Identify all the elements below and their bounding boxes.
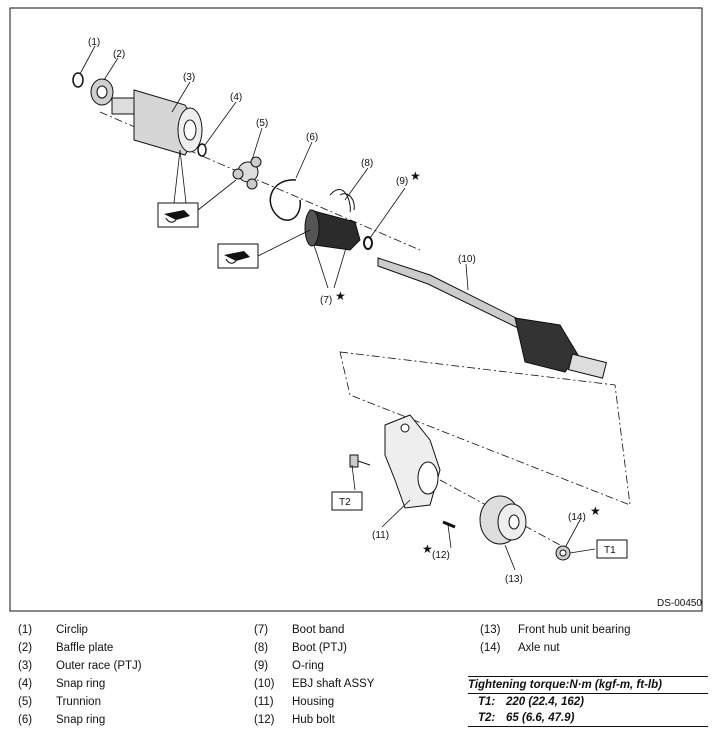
legend-item: (6)Snap ring [18,714,106,726]
star-7: ★ [335,289,346,303]
legend-item: (1)Circlip [18,624,88,636]
housing-part [384,414,441,509]
legend-item: (13)Front hub unit bearing [480,624,631,636]
torque-row-t1: T1:220 (22.4, 162) [478,696,585,708]
t2-tag-box [331,491,363,511]
torque-row-t2: T2:65 (6.6, 47.9) [468,710,708,727]
callout-14: (14) [568,512,586,523]
callout-11: (11) [372,530,389,541]
legend-item: (9)O-ring [254,660,324,672]
legend-item: (4)Snap ring [18,678,106,690]
circlip-part [72,72,84,88]
t1-tag-box [596,539,628,559]
star-12: ★ [422,542,433,556]
axle-nut-part [555,545,571,561]
o-ring-part [363,236,373,250]
legend-item: (7)Boot band [254,624,345,636]
callout-2: (2) [113,49,125,60]
legend-item: (5)Trunnion [18,696,101,708]
star-14: ★ [590,504,601,518]
hub-bearing-part [479,495,527,545]
assembly-outline [339,351,631,506]
callout-4: (4) [230,92,242,103]
callout-9: (9) [396,176,408,187]
grease-icon [157,202,199,228]
snap-ring-6-part [269,179,301,221]
legend-item: (2)Baffle plate [18,642,114,654]
torque-title: Tightening torque:N·m (kgf-m, ft-lb) [468,676,708,694]
callout-12: (12) [432,550,450,561]
leader-lines [79,45,596,571]
boot-part [304,189,361,251]
t1-tag: T1 [604,545,616,556]
hub-bolt-part [442,520,456,529]
callout-5: (5) [256,118,268,129]
grease-icon [217,243,259,269]
parts-legend: (1)Circlip (2)Baffle plate (3)Outer race… [0,620,712,738]
trunnion-part [232,156,262,190]
axis-line-upper [99,111,421,251]
legend-item: (14)Axle nut [480,642,560,654]
callout-10: (10) [458,254,476,265]
snap-ring-4-part [197,143,207,157]
ebj-shaft-part [377,257,608,379]
callout-6: (6) [306,132,318,143]
t2-tag: T2 [339,497,351,508]
torque-table: Tightening torque:N·m (kgf-m, ft-lb) T1:… [468,676,708,727]
reference-code: DS-00450 [656,598,702,609]
star-9: ★ [410,169,421,183]
callout-7: (7) [320,295,332,306]
legend-item: (11)Housing [254,696,335,708]
diagram-frame [9,7,703,612]
callout-1: (1) [88,37,100,48]
housing-bolt-part [349,454,371,468]
outer-race-part [111,89,203,156]
legend-item: (3)Outer race (PTJ) [18,660,142,672]
legend-item: (12)Hub bolt [254,714,335,726]
legend-item: (10)EBJ shaft ASSY [254,678,375,690]
legend-item: (8)Boot (PTJ) [254,642,347,654]
baffle-plate-part [90,78,114,106]
callout-8: (8) [361,158,373,169]
exploded-view-diagram: (1) (2) (3) (4) (5) (6) (7) (8) (9) (10)… [9,7,703,612]
callout-3: (3) [183,72,195,83]
callout-13: (13) [505,574,523,585]
